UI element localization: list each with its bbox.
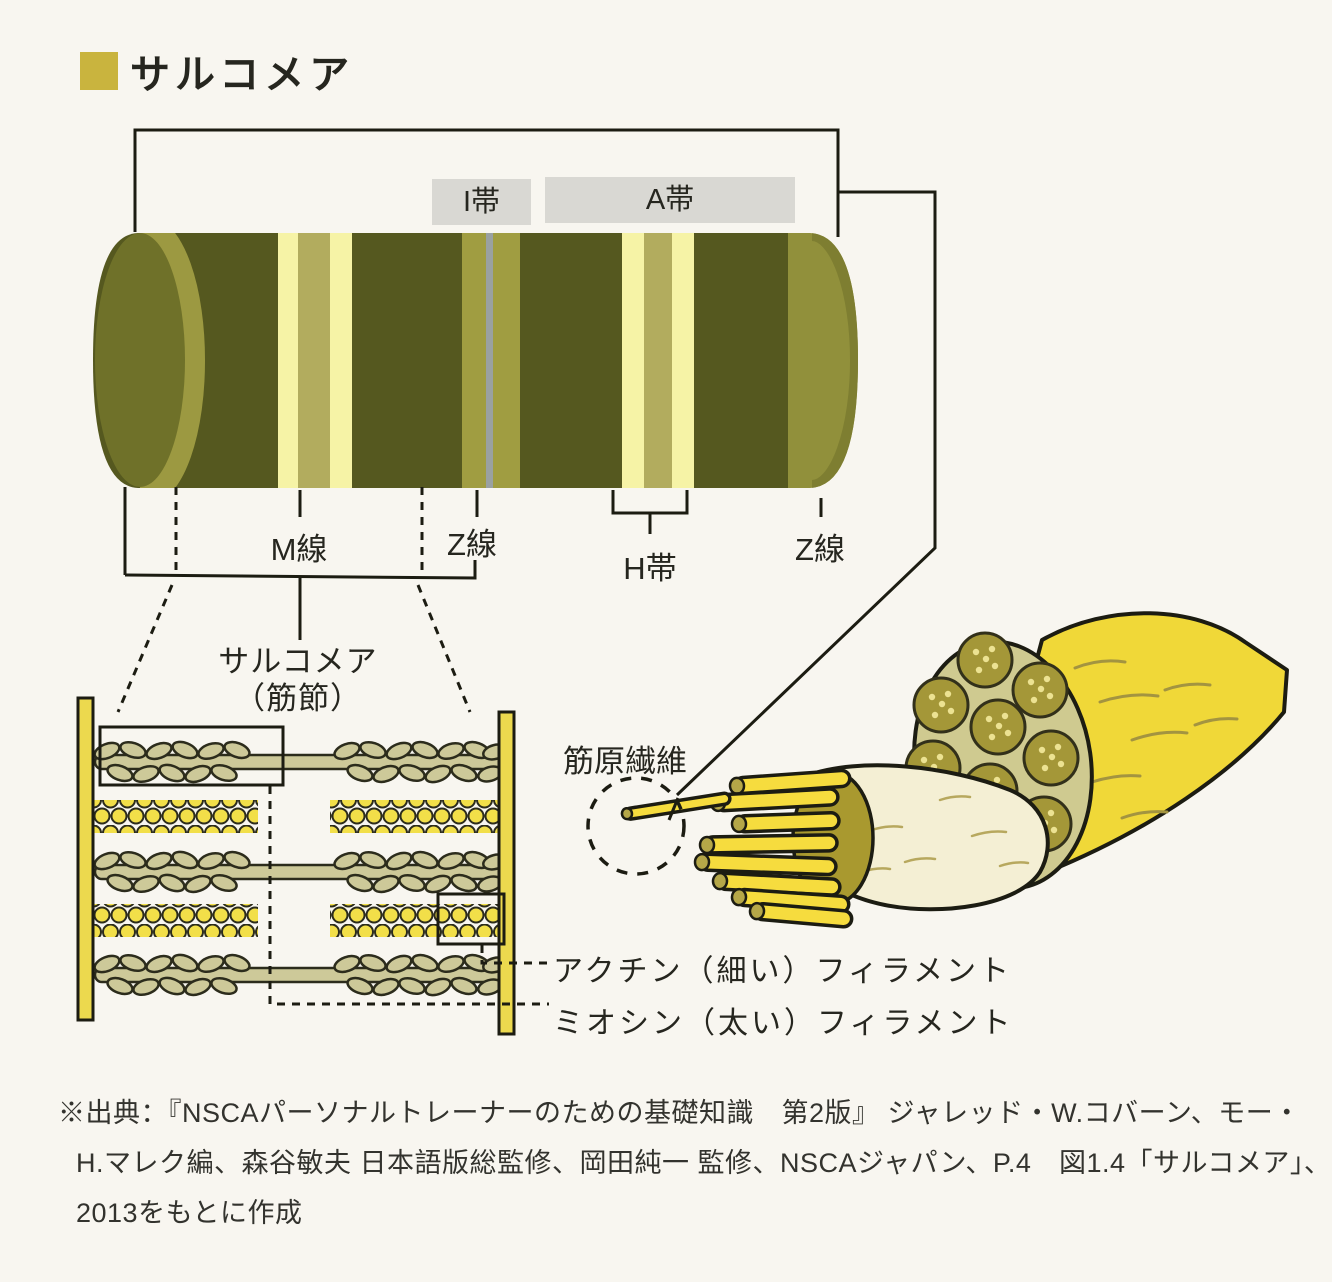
myofibril-rods	[693, 768, 854, 929]
myofibril-cylinder	[93, 233, 858, 488]
actin-filament-label: アクチン（細い）フィラメント	[553, 955, 1012, 988]
h-band-label: H帯	[623, 551, 677, 586]
sarcomere-unit-label: サルコメア （筋節）	[218, 643, 377, 717]
actin-highlight-box	[436, 892, 506, 946]
myosin-filament-label: ミオシン（太い）フィラメント	[553, 1007, 1014, 1040]
z-line-right-label: Z線	[795, 532, 845, 567]
myofibril-callout-circle	[586, 776, 686, 876]
citation-line-2: H.マレク編、森谷敏夫 日本語版総監修、岡田純一 監修、NSCAジャパン、P.4…	[76, 1148, 1332, 1178]
sarcomere-detail-diagram	[76, 696, 549, 1036]
muscle-fiber-illustration	[586, 611, 1289, 929]
citation-line-3: 2013をもとに作成	[76, 1198, 303, 1228]
i-band-label: I帯	[432, 179, 531, 225]
a-band-label: A帯	[545, 177, 795, 223]
z-line-bar-right	[497, 710, 516, 1036]
sarcomere-unit-label-line2: （筋節）	[233, 681, 362, 716]
z-line-left-label: Z線	[447, 527, 497, 562]
page-title: サルコメア	[130, 53, 355, 97]
myosin-highlight-box	[98, 725, 285, 787]
sarcomere-unit-label-line1: サルコメア	[218, 644, 378, 679]
cylinder-brackets	[133, 128, 937, 797]
myofibril-label: 筋原繊維	[563, 744, 687, 779]
section-bullet-icon	[80, 52, 118, 90]
actin-beads	[90, 800, 258, 833]
cylinder-tick-lines	[116, 487, 823, 713]
single-myofibril	[620, 791, 732, 821]
z-line-bar-left	[76, 696, 95, 1022]
m-line-label: M線	[270, 532, 328, 567]
citation-line-1: ※出典：『NSCAパーソナルトレーナーのための基礎知識 第2版』 ジャレッド・W…	[58, 1098, 1301, 1128]
